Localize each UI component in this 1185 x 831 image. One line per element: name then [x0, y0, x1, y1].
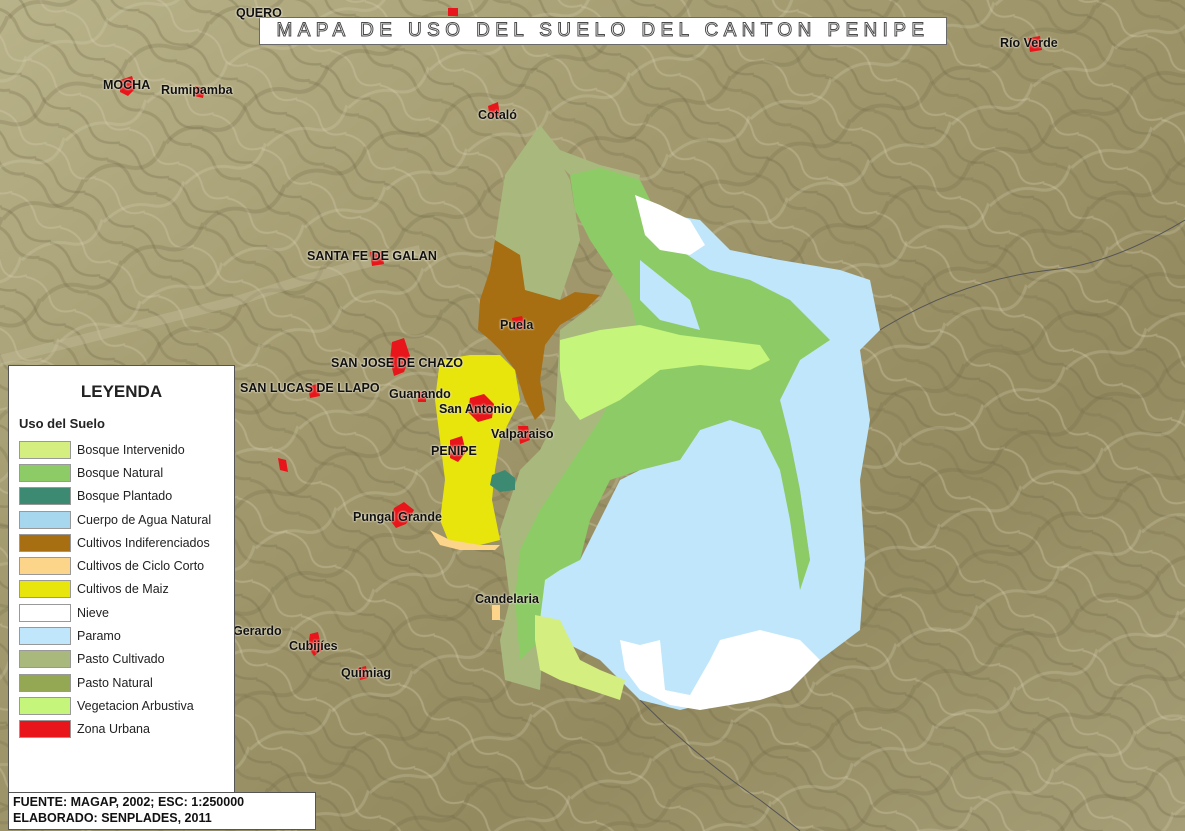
legend-swatch: [19, 650, 71, 669]
legend-swatch: [19, 627, 71, 646]
legend-item: Bosque Intervenido: [19, 438, 211, 461]
legend-label: Nieve: [77, 605, 109, 620]
legend-item: Nieve: [19, 601, 211, 624]
place-label-cotalo: Cotaló: [478, 108, 517, 122]
place-label-candelaria: Candelaria: [475, 592, 539, 606]
legend-item: Cuerpo de Agua Natural: [19, 508, 211, 531]
legend-swatch: [19, 510, 71, 529]
place-label-penipe: PENIPE: [431, 444, 477, 458]
place-label-pungal-grande: Pungal Grande: [353, 510, 442, 524]
place-label-rio-verde: Río Verde: [1000, 36, 1058, 50]
legend-swatch: [19, 603, 71, 622]
place-label-quero: QUERO: [236, 6, 282, 20]
legend-item: Cultivos Indiferenciados: [19, 531, 211, 554]
legend-item: Bosque Natural: [19, 461, 211, 484]
cultivos-maiz-area: [435, 355, 520, 545]
legend-label: Bosque Intervenido: [77, 442, 185, 457]
place-label-cubijies: Cubijíes: [289, 639, 338, 653]
map-legend: LEYENDA Uso del Suelo Bosque Intervenido…: [8, 365, 235, 793]
place-label-santa-fe-de-galan: SANTA FE DE GALAN: [307, 249, 437, 263]
place-label-san-jose-de-chazo: SAN JOSE DE CHAZO: [331, 356, 463, 370]
cultivos-ciclo-corto-area: [430, 530, 500, 550]
place-label-quimiag: Quimiag: [341, 666, 392, 680]
legend-swatch: [19, 440, 71, 459]
legend-item: Cultivos de Ciclo Corto: [19, 554, 211, 577]
map-title: MAPA DE USO DEL SUELO DEL CANTON PENIPE: [259, 17, 947, 45]
nieve-area-north: [635, 195, 705, 255]
legend-label: Cultivos de Maiz: [77, 582, 169, 597]
source-text: FUENTE: MAGAP, 2002; ESC: 1:250000: [13, 795, 245, 809]
legend-label: Pasto Natural: [77, 675, 153, 690]
legend-swatch: [19, 673, 71, 692]
legend-swatch: [19, 463, 71, 482]
zona-urbana-areas: [120, 8, 1042, 680]
legend-label: Bosque Natural: [77, 465, 164, 480]
place-label-gerardo: Gerardo: [233, 624, 282, 638]
legend-label: Zona Urbana: [77, 722, 150, 737]
place-label-rumipamba: Rumipamba: [161, 83, 233, 97]
vegetacion-arbustiva-area: [560, 325, 770, 420]
legend-swatch: [19, 487, 71, 506]
legend-label: Pasto Cultivado: [77, 652, 165, 667]
cultivos-indiferenciados-area: [478, 240, 600, 420]
legend-swatch: [19, 533, 71, 552]
place-label-san-antonio: San Antonio: [439, 402, 513, 416]
credit-text: ELABORADO: SENPLADES, 2011: [13, 811, 212, 825]
legend-item: Pasto Cultivado: [19, 648, 211, 671]
place-label-valparaiso: Valparaiso: [491, 427, 554, 441]
legend-items: Bosque Intervenido Bosque Natural Bosque…: [19, 438, 211, 741]
map-footer-credits: FUENTE: MAGAP, 2002; ESC: 1:250000 ELABO…: [8, 792, 316, 830]
legend-title: LEYENDA: [80, 382, 163, 401]
bosque-intervenido-area: [535, 615, 625, 700]
bosque-plantado-area: [490, 470, 515, 492]
legend-swatch: [19, 580, 71, 599]
legend-item: Zona Urbana: [19, 718, 211, 741]
paramo-area: [540, 210, 880, 710]
legend-label: Vegetacion Arbustiva: [77, 698, 194, 713]
legend-swatch: [19, 696, 71, 715]
legend-item: Bosque Plantado: [19, 485, 211, 508]
legend-swatch: [19, 557, 71, 576]
legend-label: Paramo: [77, 629, 121, 644]
legend-item: Vegetacion Arbustiva: [19, 694, 211, 717]
legend-item: Cultivos de Maiz: [19, 578, 211, 601]
place-label-guanando: Guanando: [389, 387, 451, 401]
place-label-puela: Puela: [500, 318, 534, 332]
place-label-san-lucas-de-llapo: SAN LUCAS DE LLAPO: [240, 381, 380, 395]
legend-label: Bosque Plantado: [77, 489, 173, 504]
legend-label: Cultivos Indiferenciados: [77, 535, 210, 550]
place-label-mocha: MOCHA: [103, 78, 151, 92]
nieve-area-south: [620, 630, 820, 710]
legend-swatch: [19, 720, 71, 739]
legend-subtitle: Uso del Suelo: [19, 416, 105, 431]
legend-item: Paramo: [19, 624, 211, 647]
legend-label: Cuerpo de Agua Natural: [77, 512, 212, 527]
legend-item: Pasto Natural: [19, 671, 211, 694]
legend-label: Cultivos de Ciclo Corto: [77, 559, 205, 574]
